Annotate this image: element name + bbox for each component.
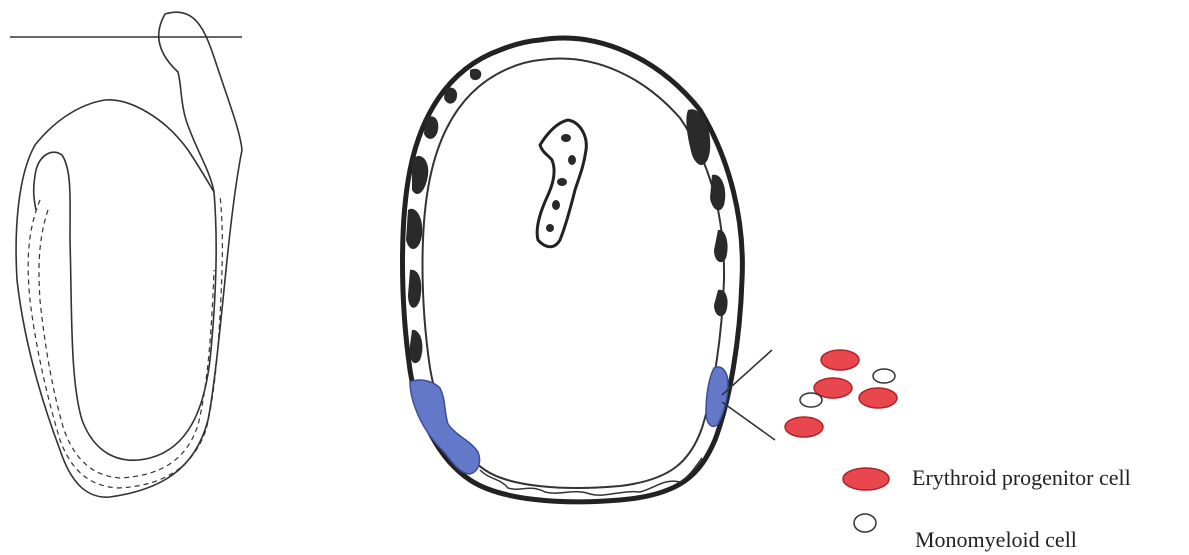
monomyeloid-cell xyxy=(800,393,822,407)
legend-label-erythroid: Erythroid progenitor cell xyxy=(912,465,1131,491)
legend-symbols xyxy=(843,468,889,532)
erythroid-cell xyxy=(821,350,859,370)
erythroid-cell xyxy=(859,388,897,408)
legend-erythroid-swatch xyxy=(843,468,889,490)
monomyeloid-cell xyxy=(873,369,895,383)
embryo-dashed-layer-inner xyxy=(39,210,214,478)
legend-label-monomyeloid: Monomyeloid cell xyxy=(915,527,1077,553)
aorta-cross-section xyxy=(403,38,743,502)
wall-texture-right xyxy=(686,109,727,316)
embryo-inner-outline xyxy=(34,152,216,460)
cell-cluster xyxy=(785,350,897,437)
legend-monomyeloid-swatch xyxy=(854,514,876,532)
embryo-sketch xyxy=(10,12,242,497)
wall-texture-left xyxy=(406,69,481,363)
embryo-outer-outline xyxy=(16,12,242,497)
erythroid-cell xyxy=(785,417,823,437)
